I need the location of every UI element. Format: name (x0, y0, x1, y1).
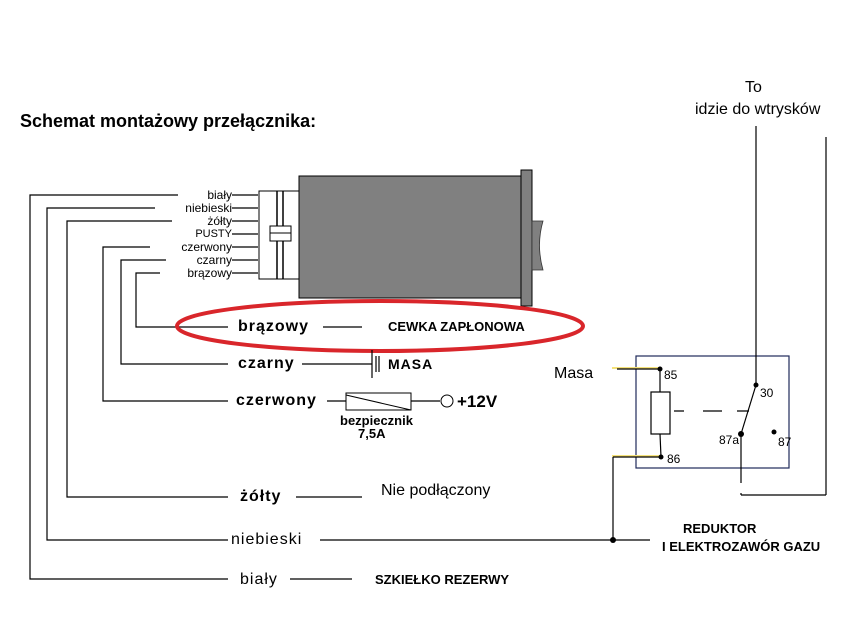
ground-symbol (371, 350, 380, 378)
wire-black (120, 259, 228, 365)
fuse-label: bezpiecznik (340, 413, 413, 428)
relay-lead-marks (612, 367, 660, 457)
switch-label-pusty: PUSTY (195, 228, 232, 240)
wire-red (102, 246, 228, 402)
connector-leads (232, 194, 258, 274)
white-wire-label: biały (240, 571, 278, 588)
fuse-rating: 7,5A (358, 426, 386, 441)
relay-wiring (612, 126, 827, 540)
relay-pin-87: 87 (778, 435, 792, 449)
reducer-label: REDUKTOR (683, 521, 757, 536)
switch-label-niebieski: niebieski (185, 201, 232, 215)
red-wire-label: czerwony (236, 392, 317, 409)
relay-pin-85: 85 (664, 368, 678, 382)
plus-12v-label: +12V (457, 392, 498, 411)
switch-label-brazowy: brązowy (187, 266, 232, 280)
switch-body (298, 175, 522, 299)
relay-box (635, 355, 790, 469)
switch-label-czarny: czarny (196, 253, 232, 267)
wire-brown (135, 272, 228, 328)
relay-pin-86: 86 (667, 452, 681, 466)
wire-routes (29, 194, 258, 580)
switch-knob (531, 220, 544, 271)
switch-flange (520, 169, 533, 307)
relay-pin-87a: 87a (719, 433, 740, 447)
brown-wire-label: brązowy (238, 318, 310, 335)
wire-yellow (66, 220, 228, 498)
relay-pin-dots (610, 366, 777, 543)
relay-pin-30: 30 (760, 386, 774, 400)
injectors-label-line2: idzie do wtrysków (695, 101, 821, 118)
wire-blue (46, 207, 228, 541)
wire-white (29, 194, 228, 580)
switch-label-zolty: żółty (207, 214, 232, 228)
not-connected-label: Nie podłączony (381, 482, 491, 499)
injectors-label-line1: To (745, 79, 762, 96)
switch-label-czerwony: czerwony (181, 240, 232, 254)
black-wire-label: czarny (238, 355, 295, 372)
switch-connector (258, 190, 300, 280)
page-title: Schemat montażowy przełącznika: (20, 111, 317, 131)
blue-wire-label: niebieski (231, 531, 303, 548)
fuse-symbol (345, 392, 412, 411)
highlight-ellipse (175, 299, 585, 353)
ground-label: MASA (388, 356, 434, 372)
ignition-coil-label: CEWKA ZAPŁONOWA (388, 319, 525, 334)
relay-ground-label: Masa (554, 365, 594, 382)
yellow-wire-label: żółty (240, 488, 282, 505)
terminal-12v (440, 394, 454, 408)
reverse-light-label: SZKIEŁKO REZERWY (375, 572, 510, 587)
gas-valve-label: I ELEKTROZAWÓR GAZU (662, 539, 821, 554)
switch-label-bialy: biały (207, 188, 232, 202)
